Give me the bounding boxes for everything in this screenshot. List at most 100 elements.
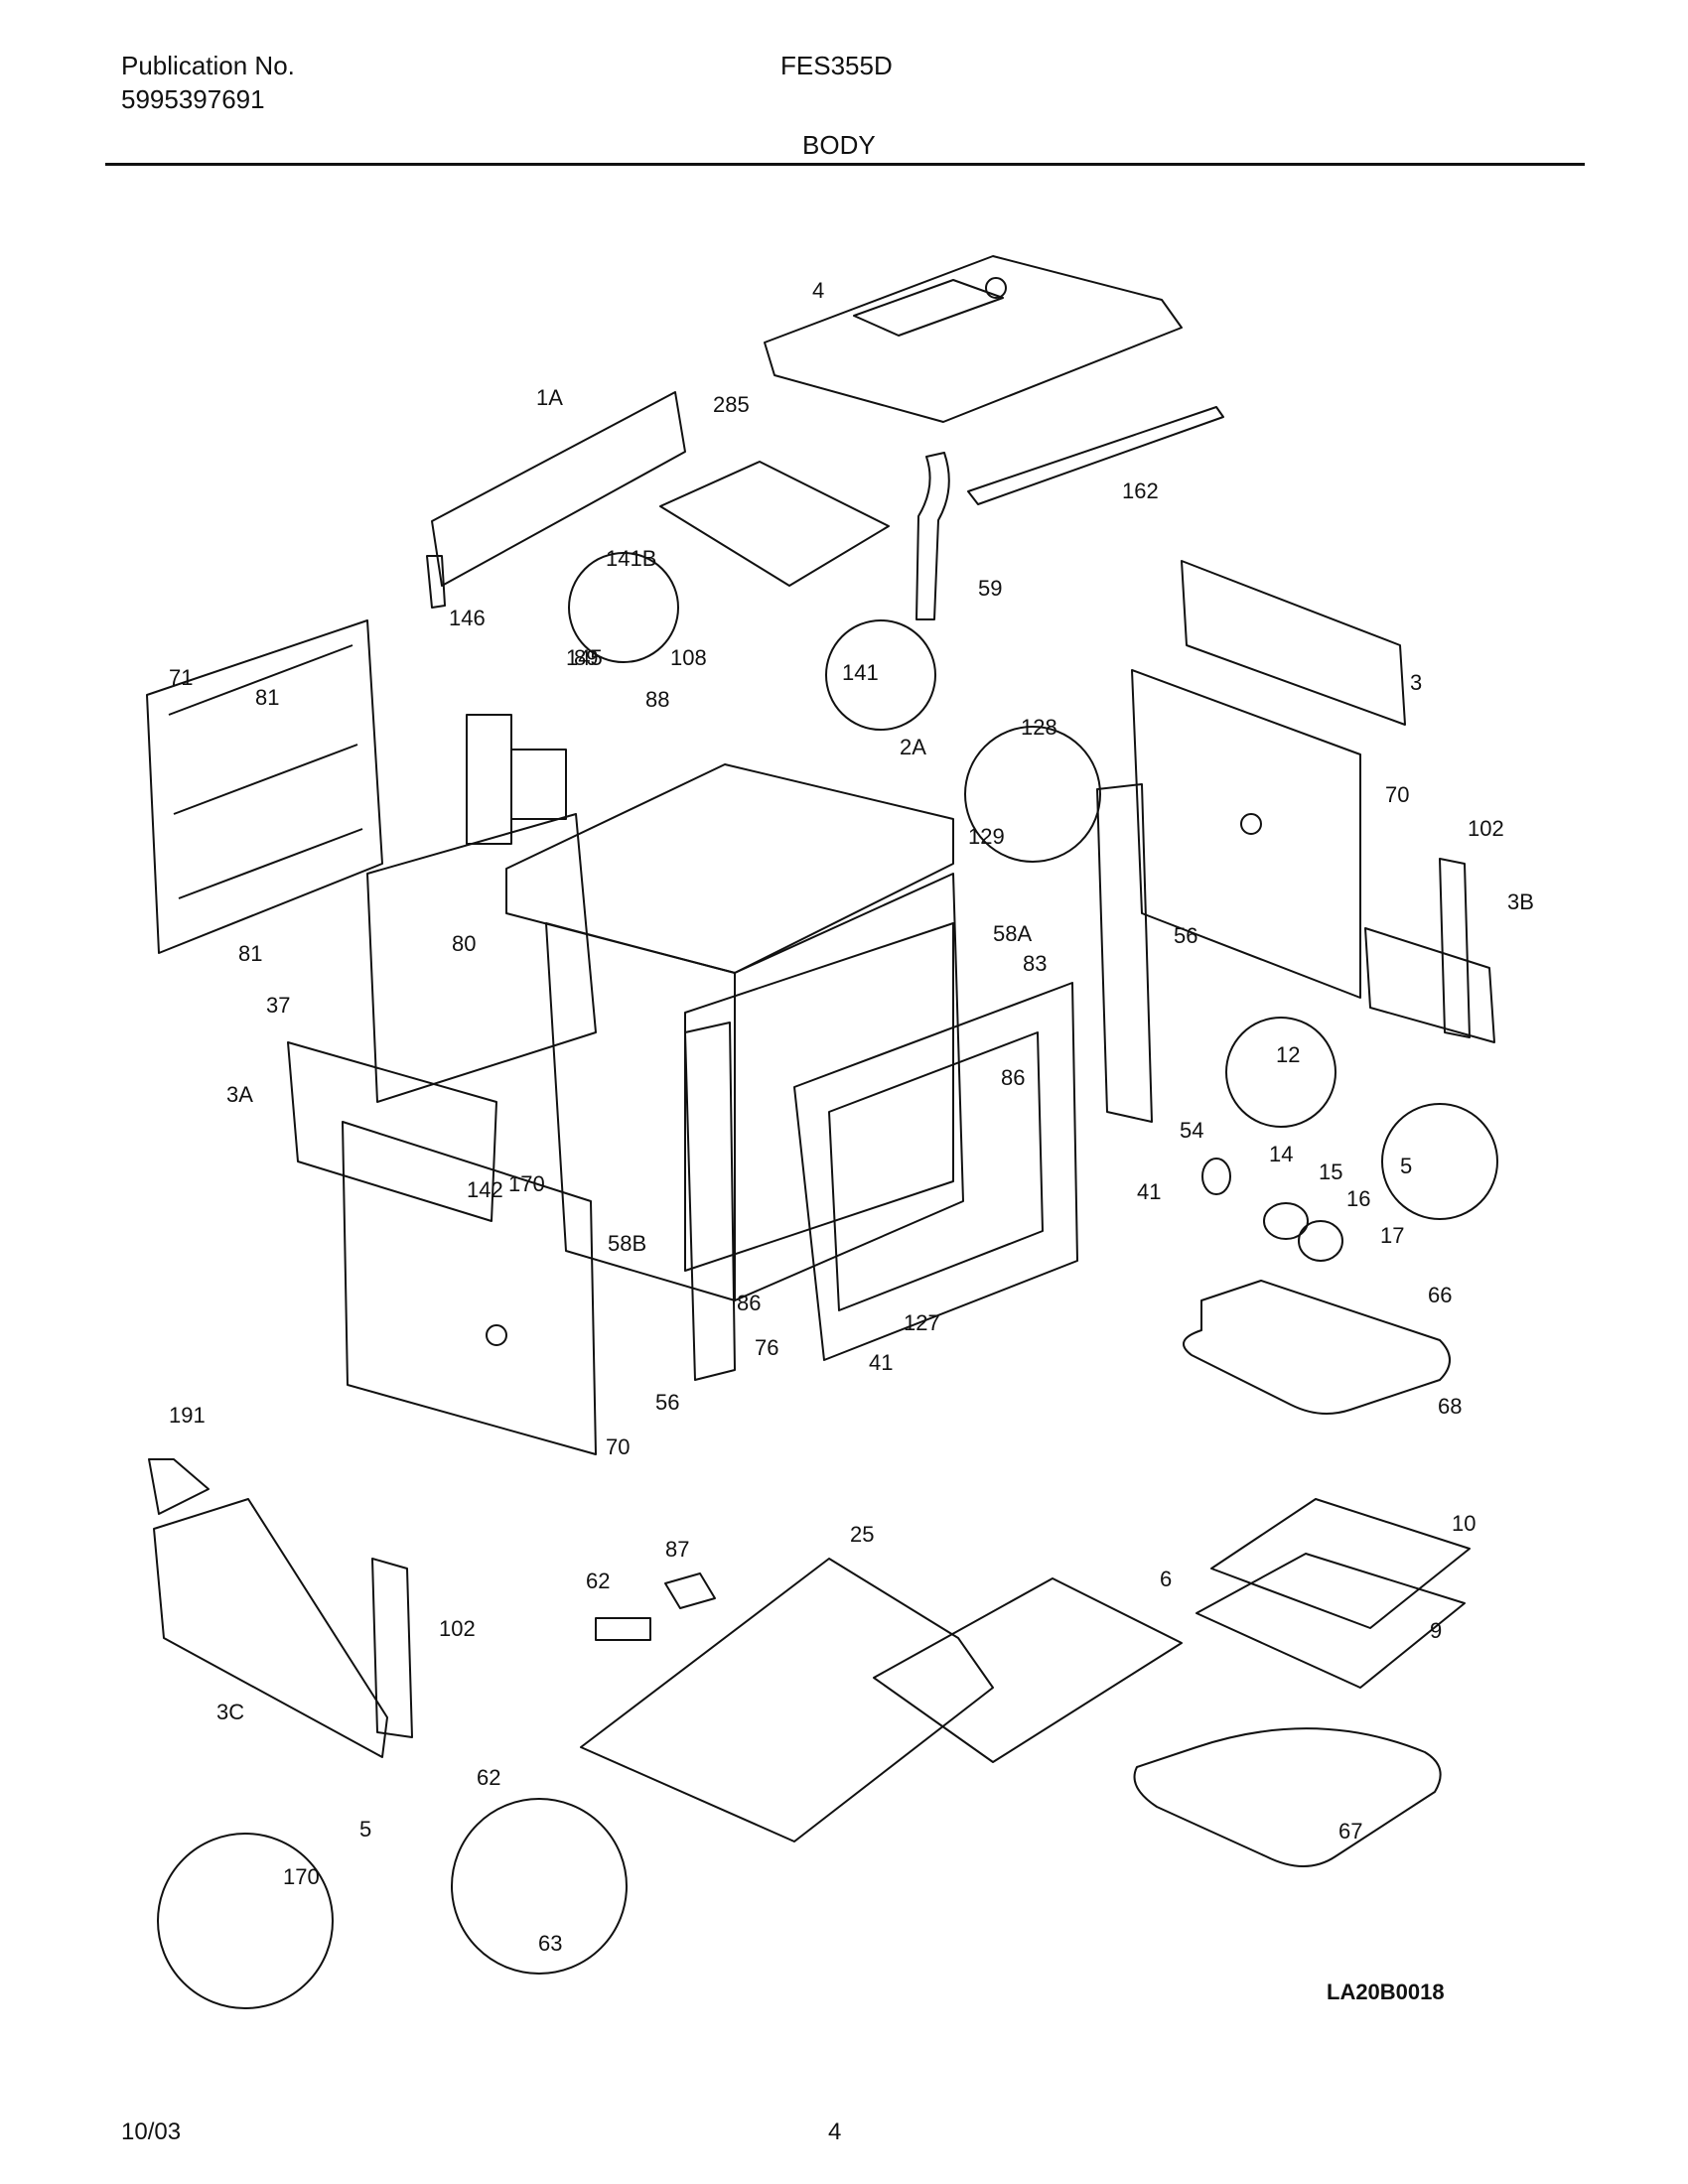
lamp-cover-shape bbox=[1298, 1220, 1343, 1262]
detail-circle-62 bbox=[451, 1798, 628, 1975]
part-callout: 191 bbox=[169, 1403, 206, 1428]
lamp-bulb-shape bbox=[1263, 1202, 1309, 1240]
part-callout: 9 bbox=[1430, 1618, 1442, 1643]
support-bracket-191 bbox=[148, 1458, 210, 1515]
detail-circle-12 bbox=[1225, 1017, 1336, 1128]
rear-panel-right-shape bbox=[1131, 669, 1361, 999]
part-callout: 285 bbox=[713, 392, 750, 417]
part-callout: 86 bbox=[737, 1291, 761, 1315]
bake-element-shape bbox=[1133, 1727, 1442, 1867]
part-callout: 89 bbox=[574, 645, 598, 670]
model-number: FES355D bbox=[780, 51, 893, 80]
part-callout: 170 bbox=[283, 1864, 320, 1889]
part-callout: 128 bbox=[1021, 715, 1057, 740]
broil-element-shape bbox=[1183, 1280, 1451, 1415]
part-callout: 81 bbox=[238, 941, 262, 966]
front-frame-shape bbox=[287, 1041, 497, 1222]
oven-door-shape bbox=[793, 982, 1078, 1361]
part-callout: 83 bbox=[1023, 951, 1047, 976]
part-callout: 102 bbox=[1468, 816, 1504, 841]
part-callout: 62 bbox=[477, 1765, 500, 1790]
bottom-panel-shape bbox=[580, 1558, 994, 1843]
side-bracket-102-shape bbox=[1439, 858, 1471, 1038]
page-number: 4 bbox=[828, 2118, 842, 2145]
detail-circle-129 bbox=[964, 726, 1101, 863]
insulation-block-146 bbox=[466, 714, 512, 845]
part-callout: 141 bbox=[842, 660, 879, 685]
tube-shape bbox=[915, 452, 950, 620]
part-callout: 17 bbox=[1380, 1223, 1404, 1248]
part-callout: 56 bbox=[655, 1390, 679, 1415]
part-callout: 12 bbox=[1276, 1042, 1300, 1067]
bracket-87-shape bbox=[664, 1572, 716, 1609]
part-callout: 87 bbox=[665, 1537, 689, 1562]
part-callout: 16 bbox=[1346, 1186, 1370, 1211]
top-panel-shape bbox=[764, 255, 1183, 423]
part-callout: 54 bbox=[1180, 1118, 1203, 1143]
part-callout: 3B bbox=[1507, 889, 1534, 914]
part-callout: 102 bbox=[439, 1616, 476, 1641]
rear-bracket-right-shape bbox=[1181, 560, 1406, 726]
hole-marker bbox=[486, 1324, 507, 1346]
part-callout: 41 bbox=[869, 1350, 893, 1375]
part-callout: 76 bbox=[755, 1335, 778, 1360]
part-callout: 70 bbox=[606, 1434, 630, 1459]
part-callout: 6 bbox=[1160, 1567, 1172, 1591]
part-callout: 25 bbox=[850, 1522, 874, 1547]
part-callout: 108 bbox=[670, 645, 707, 670]
right-column-shape bbox=[1096, 783, 1153, 1123]
part-callout: 170 bbox=[508, 1171, 545, 1196]
lower-side-panel-shape bbox=[342, 1121, 597, 1455]
part-callout: 3 bbox=[1410, 670, 1422, 695]
front-column-shape bbox=[684, 1022, 736, 1381]
side-panel-inner-shape bbox=[366, 813, 597, 1103]
part-callout: 41 bbox=[1137, 1179, 1161, 1204]
side-panel-left-shape bbox=[146, 619, 383, 954]
oven-rack-shape bbox=[873, 1577, 1183, 1763]
lower-frame-3c-shape bbox=[153, 1498, 388, 1758]
part-callout: 63 bbox=[538, 1931, 562, 1956]
part-callout: 81 bbox=[255, 685, 279, 710]
part-callout: 66 bbox=[1428, 1283, 1452, 1307]
part-callout: 162 bbox=[1122, 478, 1159, 503]
detail-circle-141 bbox=[825, 619, 936, 731]
lower-bracket-102-shape bbox=[371, 1558, 413, 1738]
part-callout: 3A bbox=[226, 1082, 253, 1107]
part-callout: 71 bbox=[169, 665, 193, 690]
part-callout: 141B bbox=[606, 546, 656, 571]
part-callout: 14 bbox=[1269, 1142, 1293, 1166]
part-callout: 70 bbox=[1385, 782, 1409, 807]
part-callout: 145 bbox=[566, 645, 603, 670]
part-callout: 68 bbox=[1438, 1394, 1462, 1419]
part-callout: 37 bbox=[266, 993, 290, 1018]
section-title: BODY bbox=[802, 130, 876, 160]
detail-circle-141b bbox=[568, 552, 679, 663]
broiler-pan-shape bbox=[1196, 1553, 1466, 1689]
header-rule bbox=[105, 163, 1585, 166]
part-callout: 15 bbox=[1319, 1160, 1342, 1184]
part-callout: 80 bbox=[452, 931, 476, 956]
part-callout: 5 bbox=[1400, 1154, 1412, 1178]
part-callout: 59 bbox=[978, 576, 1002, 601]
terminal-block-shape bbox=[595, 1617, 651, 1641]
rear-bracket-shape bbox=[426, 391, 686, 609]
drawing-code: LA20B0018 bbox=[1327, 1979, 1445, 2004]
part-callout: 86 bbox=[1001, 1065, 1025, 1090]
part-callout: 58A bbox=[993, 921, 1032, 946]
side-bracket-3b-shape bbox=[1364, 927, 1495, 1043]
publication-number: 5995397691 bbox=[121, 84, 265, 114]
part-callout: 1A bbox=[536, 385, 563, 410]
lamp-socket-shape bbox=[1201, 1158, 1231, 1195]
part-callout: 5 bbox=[359, 1817, 371, 1842]
part-callout: 127 bbox=[904, 1310, 940, 1335]
part-callout: 88 bbox=[645, 687, 669, 712]
part-callout: 2A bbox=[900, 735, 926, 759]
part-callout: 62 bbox=[586, 1569, 610, 1593]
part-callout: 4 bbox=[812, 278, 824, 303]
part-callout: 10 bbox=[1452, 1511, 1476, 1536]
part-callout: 58B bbox=[608, 1231, 646, 1256]
publication-label: Publication No. bbox=[121, 51, 295, 80]
oven-cavity-shape bbox=[505, 763, 964, 1301]
part-callout: 129 bbox=[968, 824, 1005, 849]
